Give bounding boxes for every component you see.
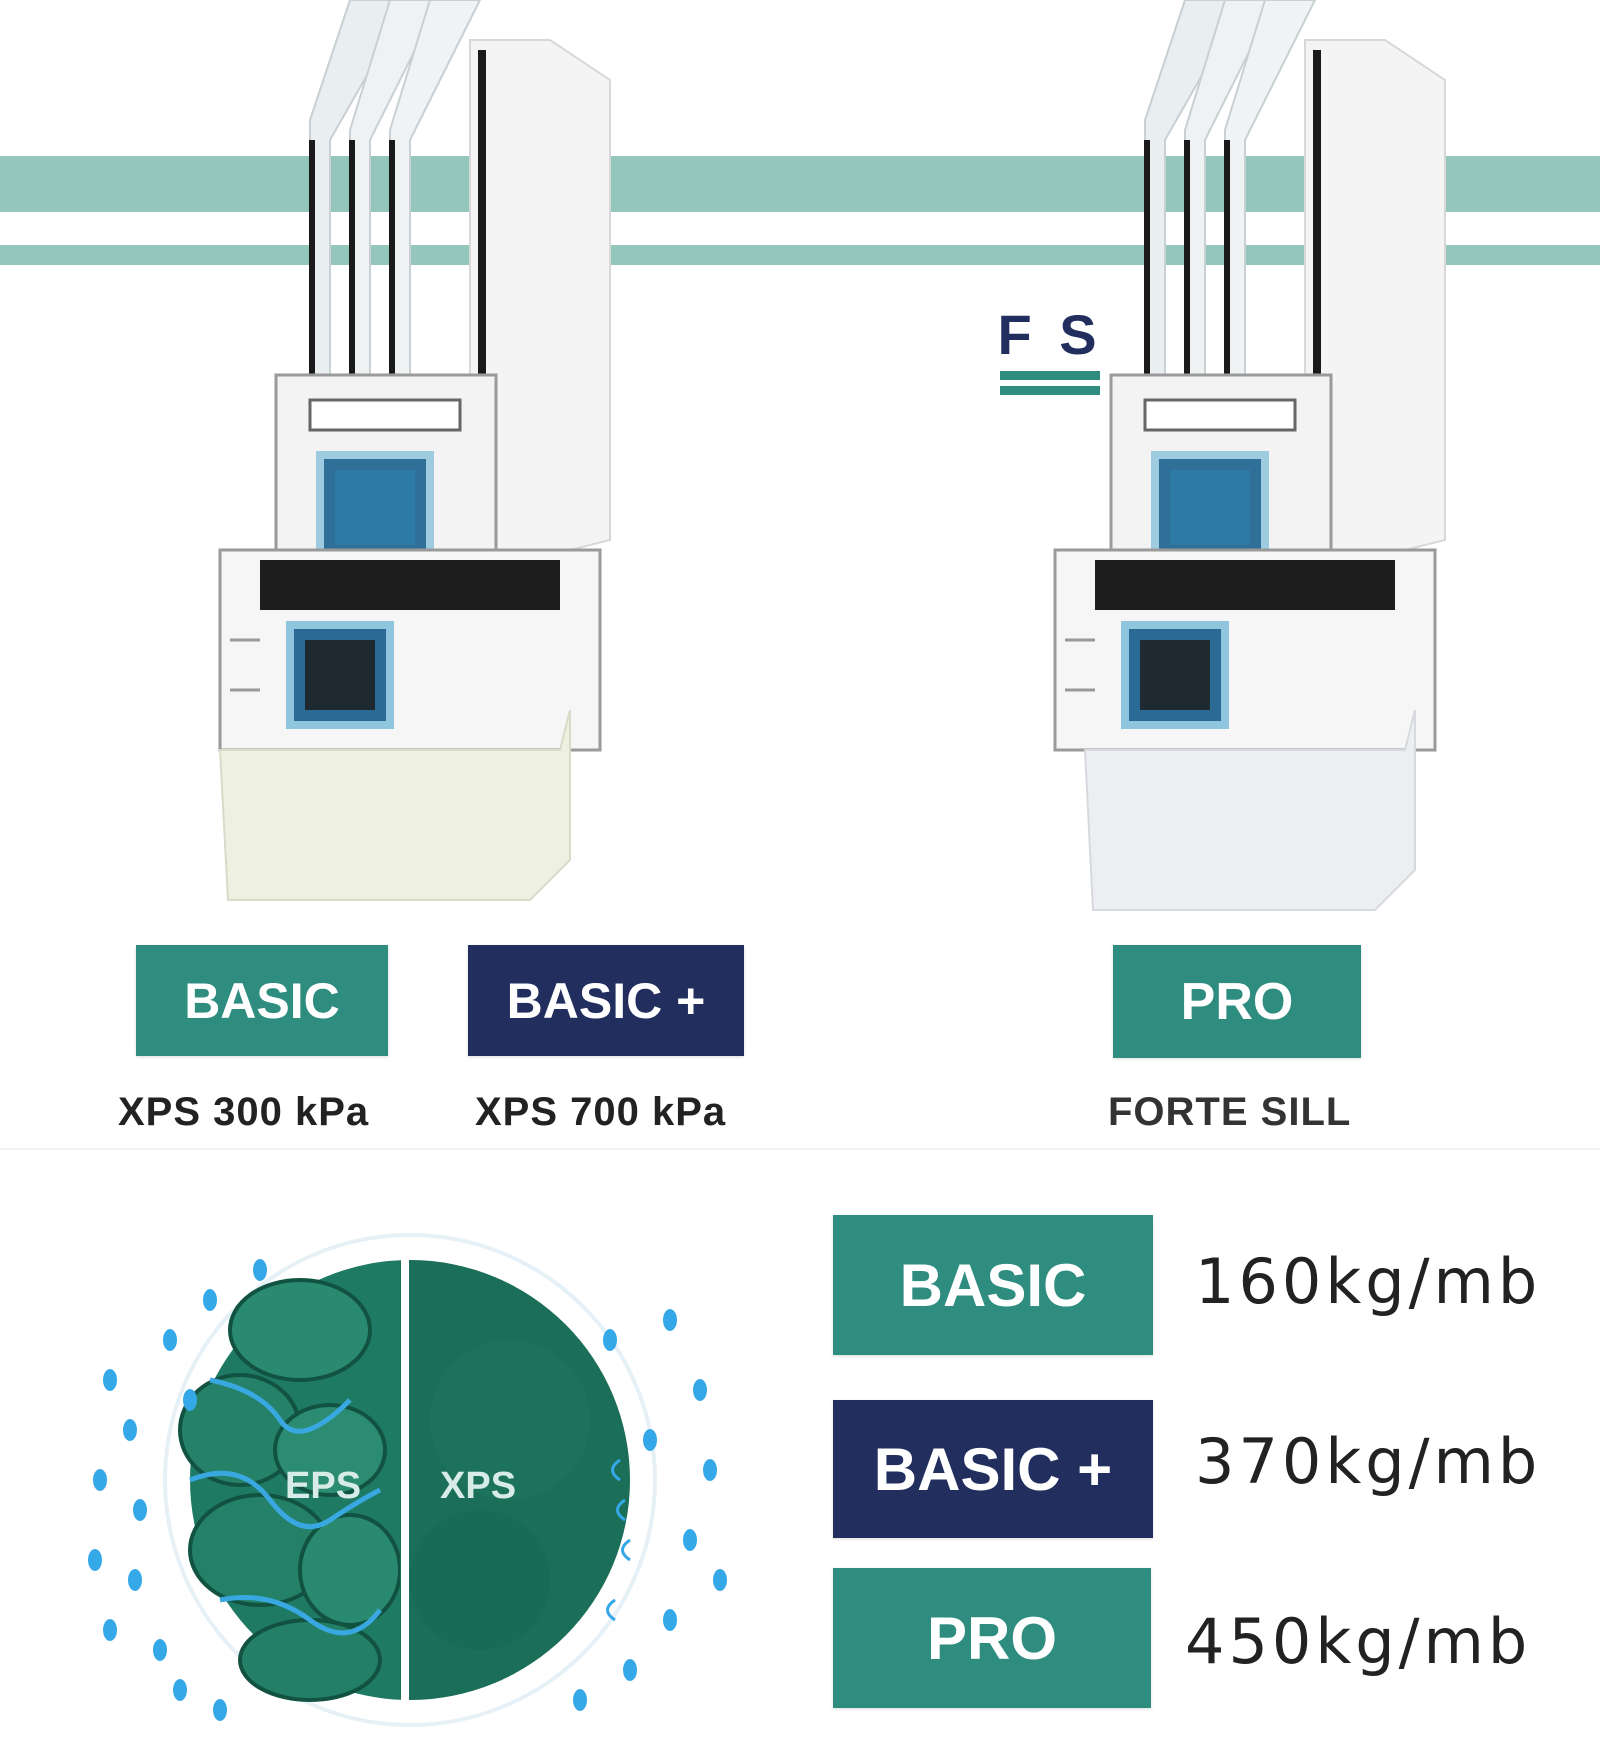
badge-pro-profile: PRO [1113,945,1361,1058]
window-profile-basic-image [218,0,611,901]
fs-logo-icon [1000,371,1100,380]
weight-badge-basic-plus: BASIC + [833,1400,1153,1538]
badge-basic-profile: BASIC [136,945,388,1056]
caption-forte-sill: FORTE SILL [1108,1090,1352,1134]
caption-xps-700: XPS 700 kPa [475,1090,727,1134]
caption-xps-300: XPS 300 kPa [118,1090,370,1134]
weight-badge-pro: PRO [833,1568,1151,1708]
weight-badge-basic: BASIC [833,1215,1153,1355]
badge-basic-plus-profile: BASIC + [468,945,744,1056]
fs-logo: F S [997,305,1103,405]
eps-label: EPS [285,1465,362,1507]
fs-logo-text: F S [997,303,1103,366]
weight-value-basic: 160kg/mb [1195,1245,1542,1318]
eps-xps-comparison-image [88,1233,727,1727]
window-profile-pro-image [1053,0,1446,911]
weight-value-pro: 450kg/mb [1185,1605,1532,1678]
weight-value-basic-plus: 370kg/mb [1195,1425,1542,1498]
section-divider [0,1148,1600,1150]
xps-label: XPS [440,1465,517,1507]
